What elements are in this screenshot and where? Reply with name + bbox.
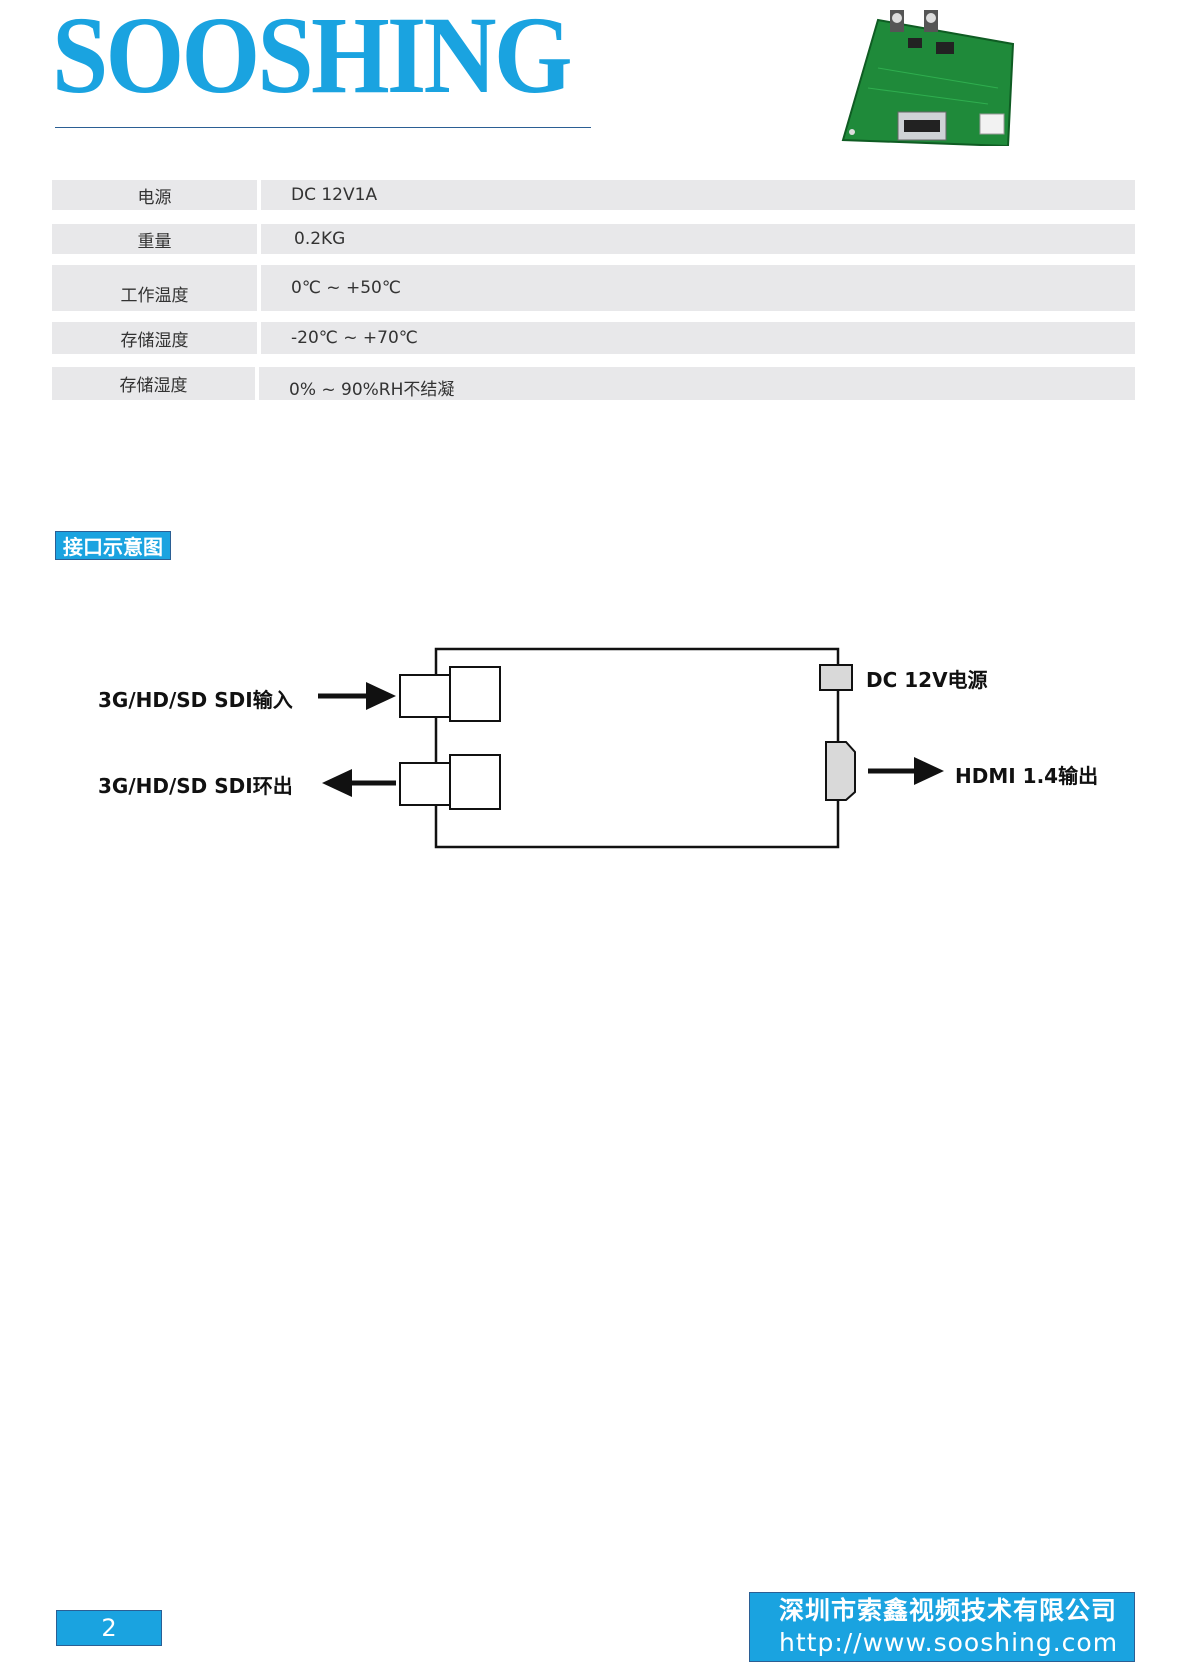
spec-label: 重量 (52, 224, 257, 254)
label-sdi-loop-out: 3G/HD/SD SDI环出 (98, 774, 293, 798)
dc-jack (819, 664, 853, 691)
spec-value: 0% ~ 90%RH不结凝 (259, 367, 1135, 400)
company-name: 深圳市索鑫视频技术有限公司 (779, 1596, 1118, 1625)
spec-row-storage-temp: 存储湿度 -20℃ ~ +70℃ (52, 322, 1135, 354)
label-sdi-input: 3G/HD/SD SDI输入 (98, 688, 293, 712)
arrow-hdmi-out (914, 757, 944, 785)
spec-label: 存储湿度 (52, 322, 257, 354)
sdi-in-connector-body (449, 666, 501, 722)
section-title-interface-diagram: 接口示意图 (55, 531, 171, 560)
sdi-out-connector-body (449, 754, 501, 810)
brand-logo: SOOSHING (52, 0, 573, 116)
spec-value: 0.2KG (261, 224, 1135, 254)
company-url[interactable]: http://www.sooshing.com (779, 1628, 1119, 1657)
spec-value: -20℃ ~ +70℃ (261, 322, 1135, 354)
arrow-sdi-out (322, 769, 352, 797)
header-divider (55, 127, 591, 128)
page-number: 2 (56, 1610, 162, 1646)
board-outline (434, 647, 840, 849)
label-hdmi-output: HDMI 1.4输出 (955, 764, 1099, 788)
spec-label: 存储湿度 (52, 367, 255, 400)
spec-row-operating-temp: 工作温度 0℃ ~ +50℃ (52, 265, 1135, 311)
hdmi-port (825, 741, 856, 801)
spec-value: 0℃ ~ +50℃ (261, 265, 1135, 311)
label-dc-power: DC 12V电源 (866, 668, 988, 692)
sdi-in-connector-back (399, 674, 451, 718)
spec-row-storage-humidity: 存储湿度 0% ~ 90%RH不结凝 (52, 367, 1135, 400)
spec-row-weight: 重量 0.2KG (52, 224, 1135, 254)
interface-diagram: 3G/HD/SD SDI输入 3G/HD/SD SDI环出 DC 12V电源 H… (0, 620, 1187, 860)
diagram-drawing (318, 647, 944, 849)
sdi-out-connector-back (399, 762, 451, 806)
arrow-sdi-in (366, 682, 396, 710)
spec-label: 电源 (52, 180, 257, 210)
spec-value: DC 12V1A (261, 180, 1135, 210)
spec-row-power: 电源 DC 12V1A (52, 180, 1135, 210)
product-board-image (841, 10, 1015, 146)
spec-label: 工作温度 (52, 265, 257, 311)
footer-company-box: 深圳市索鑫视频技术有限公司 http://www.sooshing.com (749, 1592, 1135, 1662)
